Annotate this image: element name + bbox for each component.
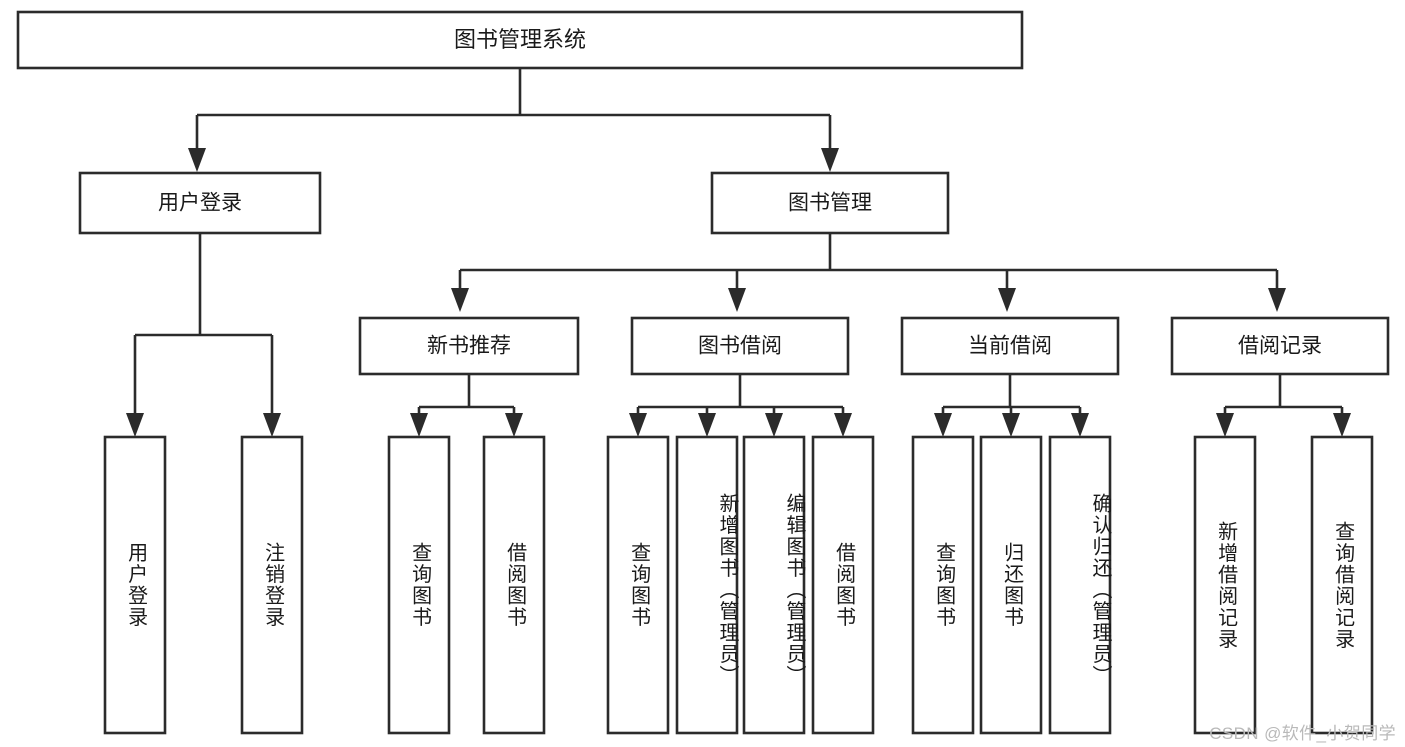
- node-borrow-record[interactable]: [1170, 316, 1390, 376]
- leaf-box-borrow-book[interactable]: [811, 435, 875, 735]
- node-book-borrow[interactable]: [630, 316, 850, 376]
- arrow-icon: [1071, 413, 1089, 437]
- leaf-box-confirm-return-admin[interactable]: [1048, 435, 1112, 735]
- arrow-icon: [505, 413, 523, 437]
- watermark-text: CSDN @软件_小贺同学: [1209, 724, 1396, 743]
- node-borrow-record-label: 借阅记录: [1238, 335, 1322, 358]
- leaf-box-add-borrow-record[interactable]: [1193, 435, 1257, 735]
- node-book-borrow-label: 图书借阅: [698, 335, 782, 358]
- arrow-icon: [1216, 413, 1234, 437]
- arrow-icon: [451, 288, 469, 312]
- leaf-box-user-login[interactable]: [103, 435, 167, 735]
- node-current-borrow-label: 当前借阅: [968, 335, 1052, 358]
- arrow-icon: [1002, 413, 1020, 437]
- arrow-icon: [998, 288, 1016, 312]
- arrow-icon: [263, 413, 281, 437]
- node-current-borrow[interactable]: [900, 316, 1120, 376]
- leaf-box-query-book-current[interactable]: [911, 435, 975, 735]
- node-root-label: 图书管理系统: [454, 27, 586, 52]
- arrow-icon: [410, 413, 428, 437]
- arrow-icon: [834, 413, 852, 437]
- arrow-icon: [1333, 413, 1351, 437]
- leaf-box-query-book-borrow[interactable]: [606, 435, 670, 735]
- leaf-box-user-logout[interactable]: [240, 435, 304, 735]
- node-book-management-label: 图书管理: [788, 192, 872, 215]
- arrow-icon: [821, 148, 839, 172]
- node-user-login-label: 用户登录: [158, 192, 242, 215]
- arrow-icon: [934, 413, 952, 437]
- leaf-box-add-book-admin[interactable]: [675, 435, 739, 735]
- arrow-icon: [765, 413, 783, 437]
- arrow-icon: [1268, 288, 1286, 312]
- arrow-icon: [728, 288, 746, 312]
- node-root[interactable]: [16, 10, 1024, 70]
- arrow-icon: [698, 413, 716, 437]
- node-new-book-recommend[interactable]: [358, 316, 580, 376]
- arrow-icon: [188, 148, 206, 172]
- leaf-box-borrow-book-recommend[interactable]: [482, 435, 546, 735]
- leaf-box-edit-book-admin[interactable]: [742, 435, 806, 735]
- leaf-box-query-book-recommend[interactable]: [387, 435, 451, 735]
- arrow-icon: [126, 413, 144, 437]
- leaf-box-query-borrow-record[interactable]: [1310, 435, 1374, 735]
- node-new-book-recommend-label: 新书推荐: [427, 335, 511, 358]
- node-book-management[interactable]: [710, 171, 950, 235]
- arrow-icon: [629, 413, 647, 437]
- leaf-box-return-book[interactable]: [979, 435, 1043, 735]
